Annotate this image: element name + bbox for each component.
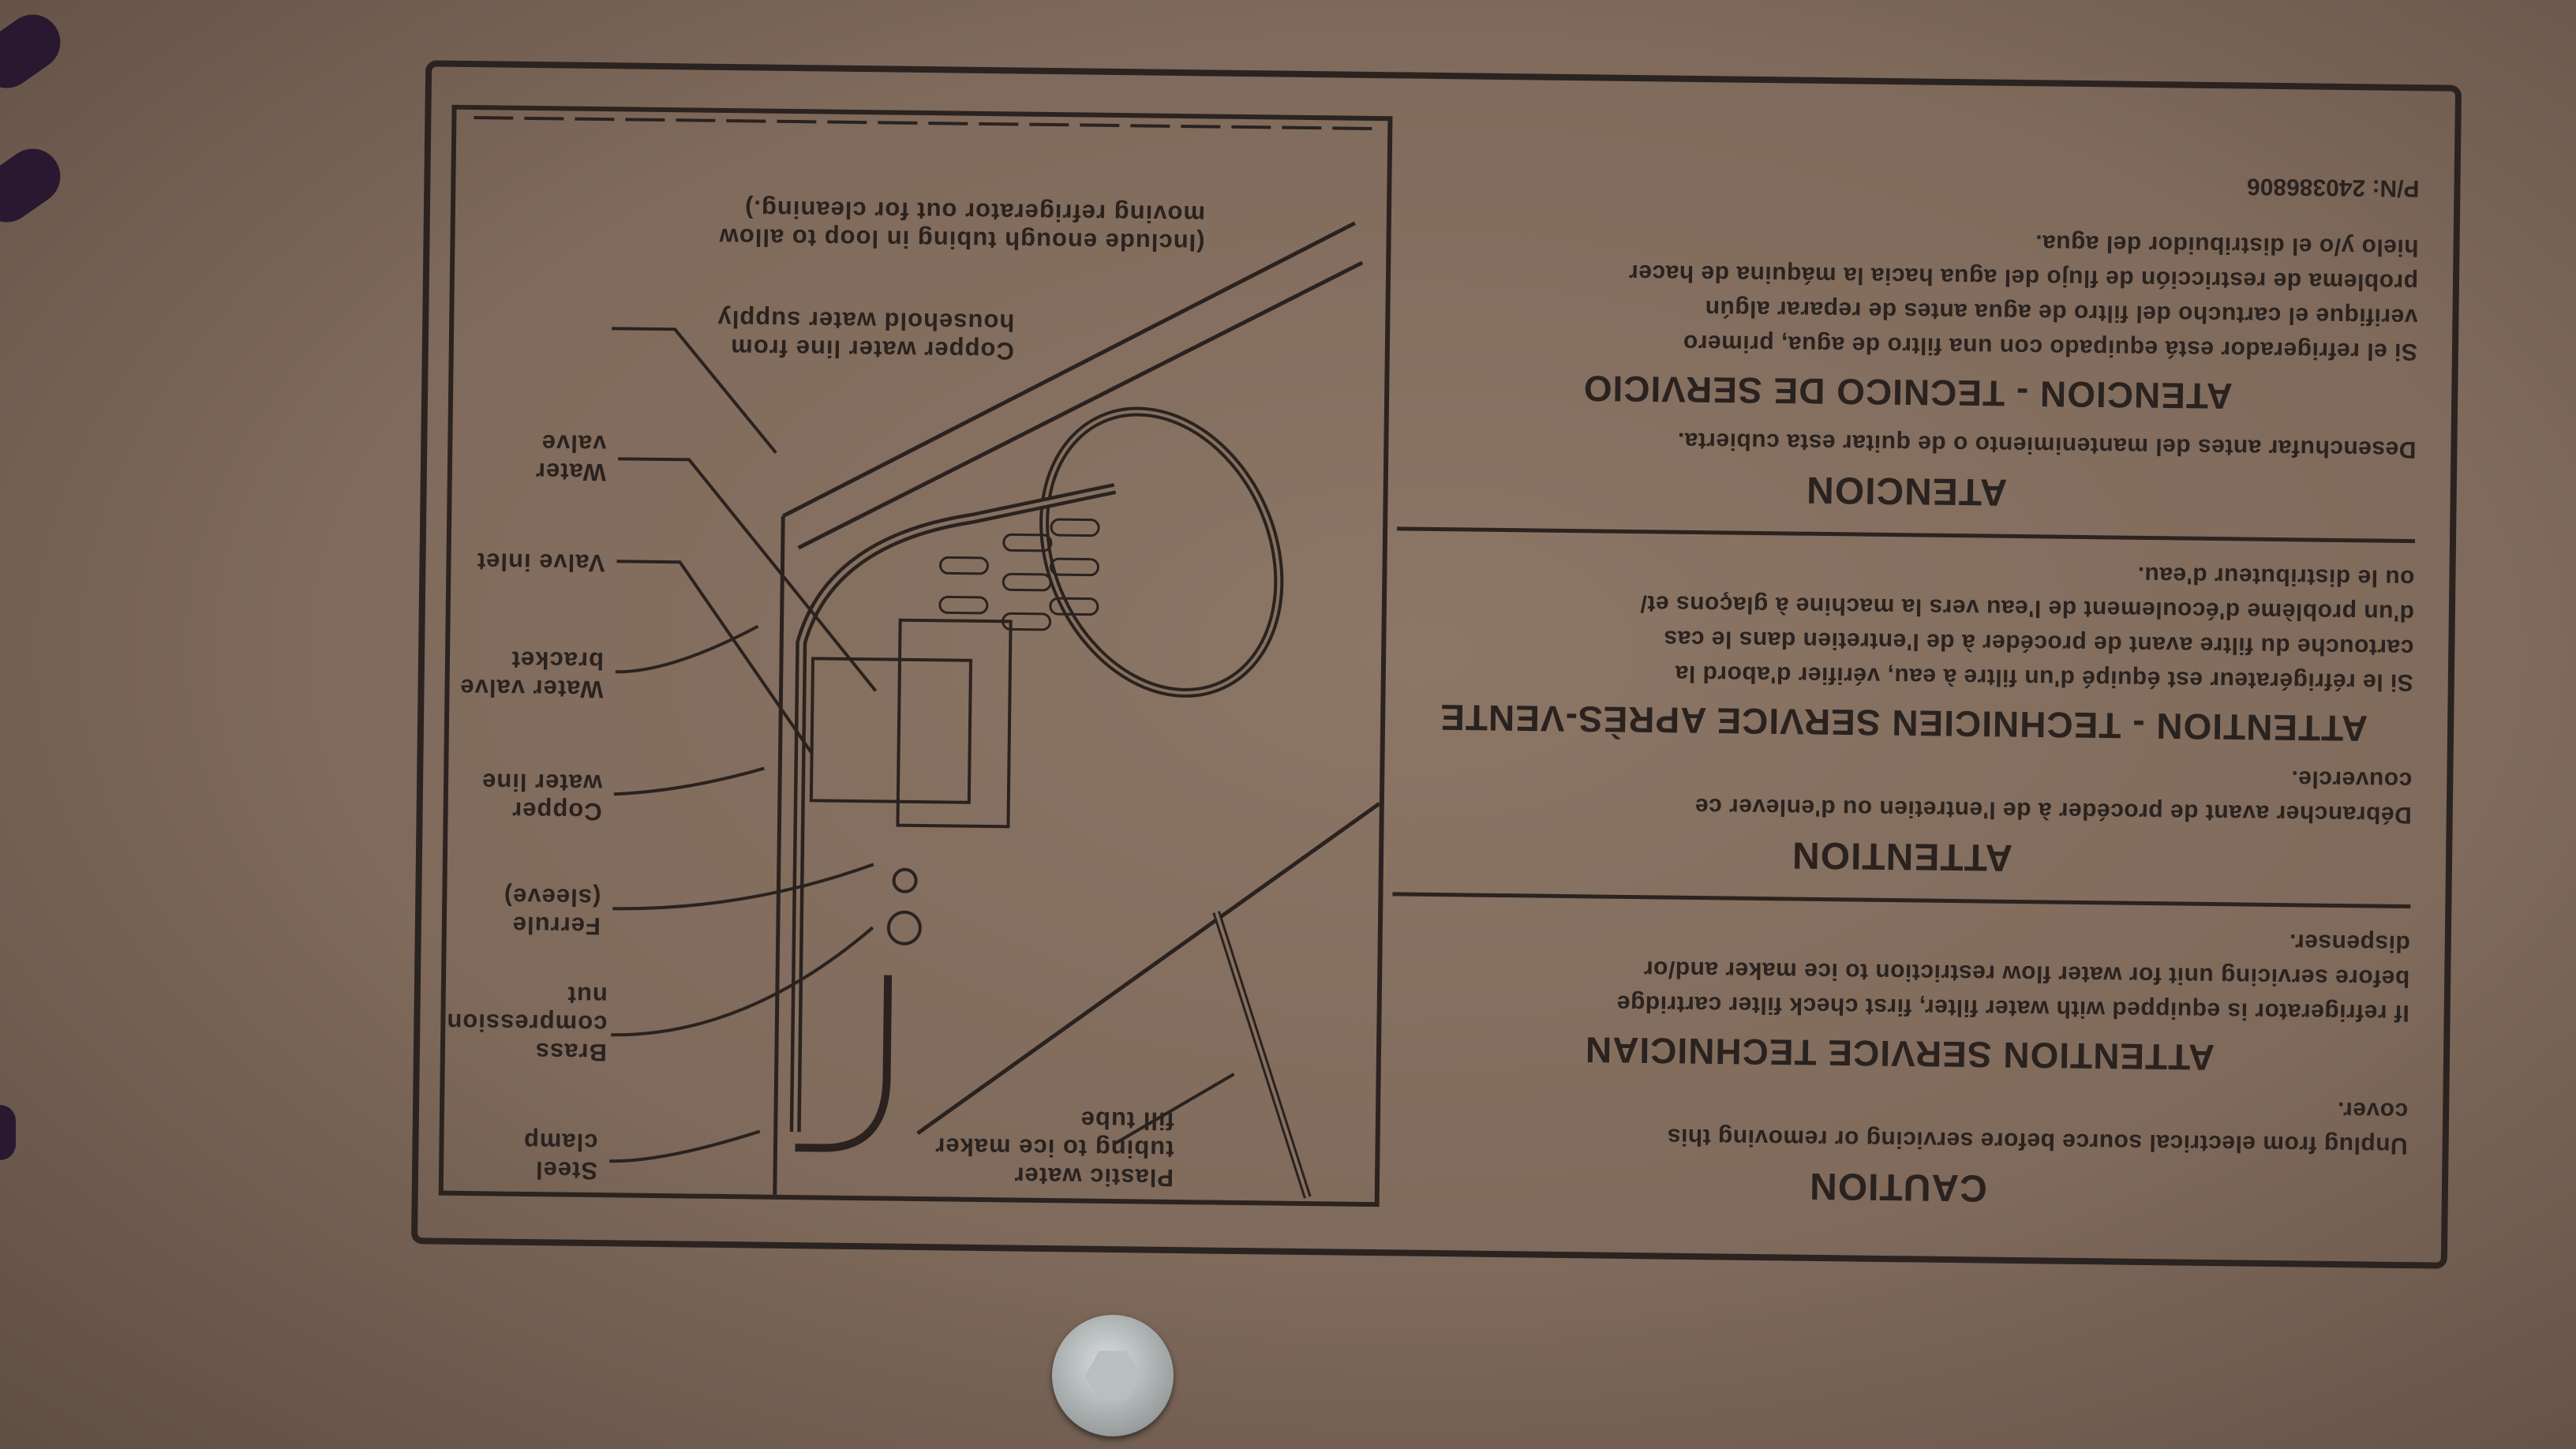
background-object bbox=[0, 1105, 16, 1160]
service-text: If refrigerator is equipped with water f… bbox=[1616, 929, 2410, 1027]
caution-text: Unplug from electrical source before ser… bbox=[1667, 1096, 2409, 1159]
plastic-tube-hook bbox=[795, 975, 893, 1152]
background-object bbox=[0, 3, 72, 99]
label-loop-note: (Include enough tubing in loop to allow … bbox=[718, 195, 1206, 257]
label-steel-clamp: Steel clamp bbox=[522, 1127, 598, 1185]
leader-arrows bbox=[609, 327, 1235, 1163]
part-number: P/N: 240386806 bbox=[2246, 173, 2420, 202]
warning-text-column: CAUTION Unplug from electrical source be… bbox=[1389, 162, 2420, 1215]
water-valve-diagram: Steel clamp Brass compression nut Ferrul… bbox=[438, 104, 1393, 1208]
label-water-valve: Water valve bbox=[534, 429, 607, 487]
es-heading: ATENCION bbox=[1805, 468, 2008, 513]
divider bbox=[1392, 892, 2411, 909]
ferrule bbox=[892, 867, 918, 893]
dashed-divider bbox=[472, 116, 1372, 130]
es-service-text: Si el refrigerador está equipado con una… bbox=[1628, 230, 2419, 365]
valve-bracket bbox=[896, 618, 1013, 829]
bolt-washer bbox=[1052, 1315, 1174, 1436]
fill-tube-inner bbox=[1215, 912, 1309, 1198]
fr-service-text: Si le réfrigérateur est équipé d'un filt… bbox=[1639, 561, 2415, 696]
label-ferrule: Ferrule (sleeve) bbox=[503, 882, 601, 941]
es-text: Desenchufar antes del mantenimiento o de… bbox=[1677, 427, 2417, 463]
label-brass-compression-nut: Brass compression nut bbox=[446, 981, 608, 1067]
copper-water-line-inner bbox=[793, 486, 1116, 1133]
fr-heading: ATTENTION bbox=[1791, 833, 2013, 878]
fr-service-heading: ATTENTION - TECHNICIEN SERVICE APRÈS-VEN… bbox=[1439, 697, 2368, 750]
label-water-valve-bracket: Water valve bracket bbox=[459, 646, 605, 704]
panel-edge bbox=[773, 515, 785, 1195]
copper-coil bbox=[1039, 406, 1284, 698]
diagram-drawing bbox=[472, 116, 1381, 1199]
copper-water-line bbox=[789, 483, 1117, 1133]
label-plastic-tubing: Plastic water tubing to ice maker fill t… bbox=[934, 1106, 1175, 1192]
label-household-water-line: Copper water line from household water s… bbox=[717, 305, 1015, 365]
compression-nut bbox=[886, 910, 922, 945]
hex-bolt-head bbox=[1085, 1350, 1140, 1401]
divider bbox=[1397, 526, 2416, 544]
vent-slots bbox=[938, 518, 1100, 631]
service-heading: ATTENTION SERVICE TECHNICIAN bbox=[1584, 1029, 2215, 1079]
caution-heading: CAUTION bbox=[1808, 1164, 1988, 1209]
cabinet-edge bbox=[782, 221, 1356, 519]
cabinet-edge bbox=[797, 260, 1364, 550]
water-valve-body bbox=[809, 657, 973, 804]
background-object bbox=[0, 137, 72, 234]
lower-edge bbox=[916, 802, 1381, 1136]
label-valve-inlet: Valve inlet bbox=[476, 548, 605, 578]
service-label: CAUTION Unplug from electrical source be… bbox=[410, 60, 2462, 1269]
fr-text: Débrancher avant de procéder à de l'entr… bbox=[1694, 766, 2413, 829]
label-copper-water-line: Copper water line bbox=[481, 768, 603, 826]
es-service-heading: ATENCION - TECNICO DE SERVICIO bbox=[1582, 368, 2233, 417]
